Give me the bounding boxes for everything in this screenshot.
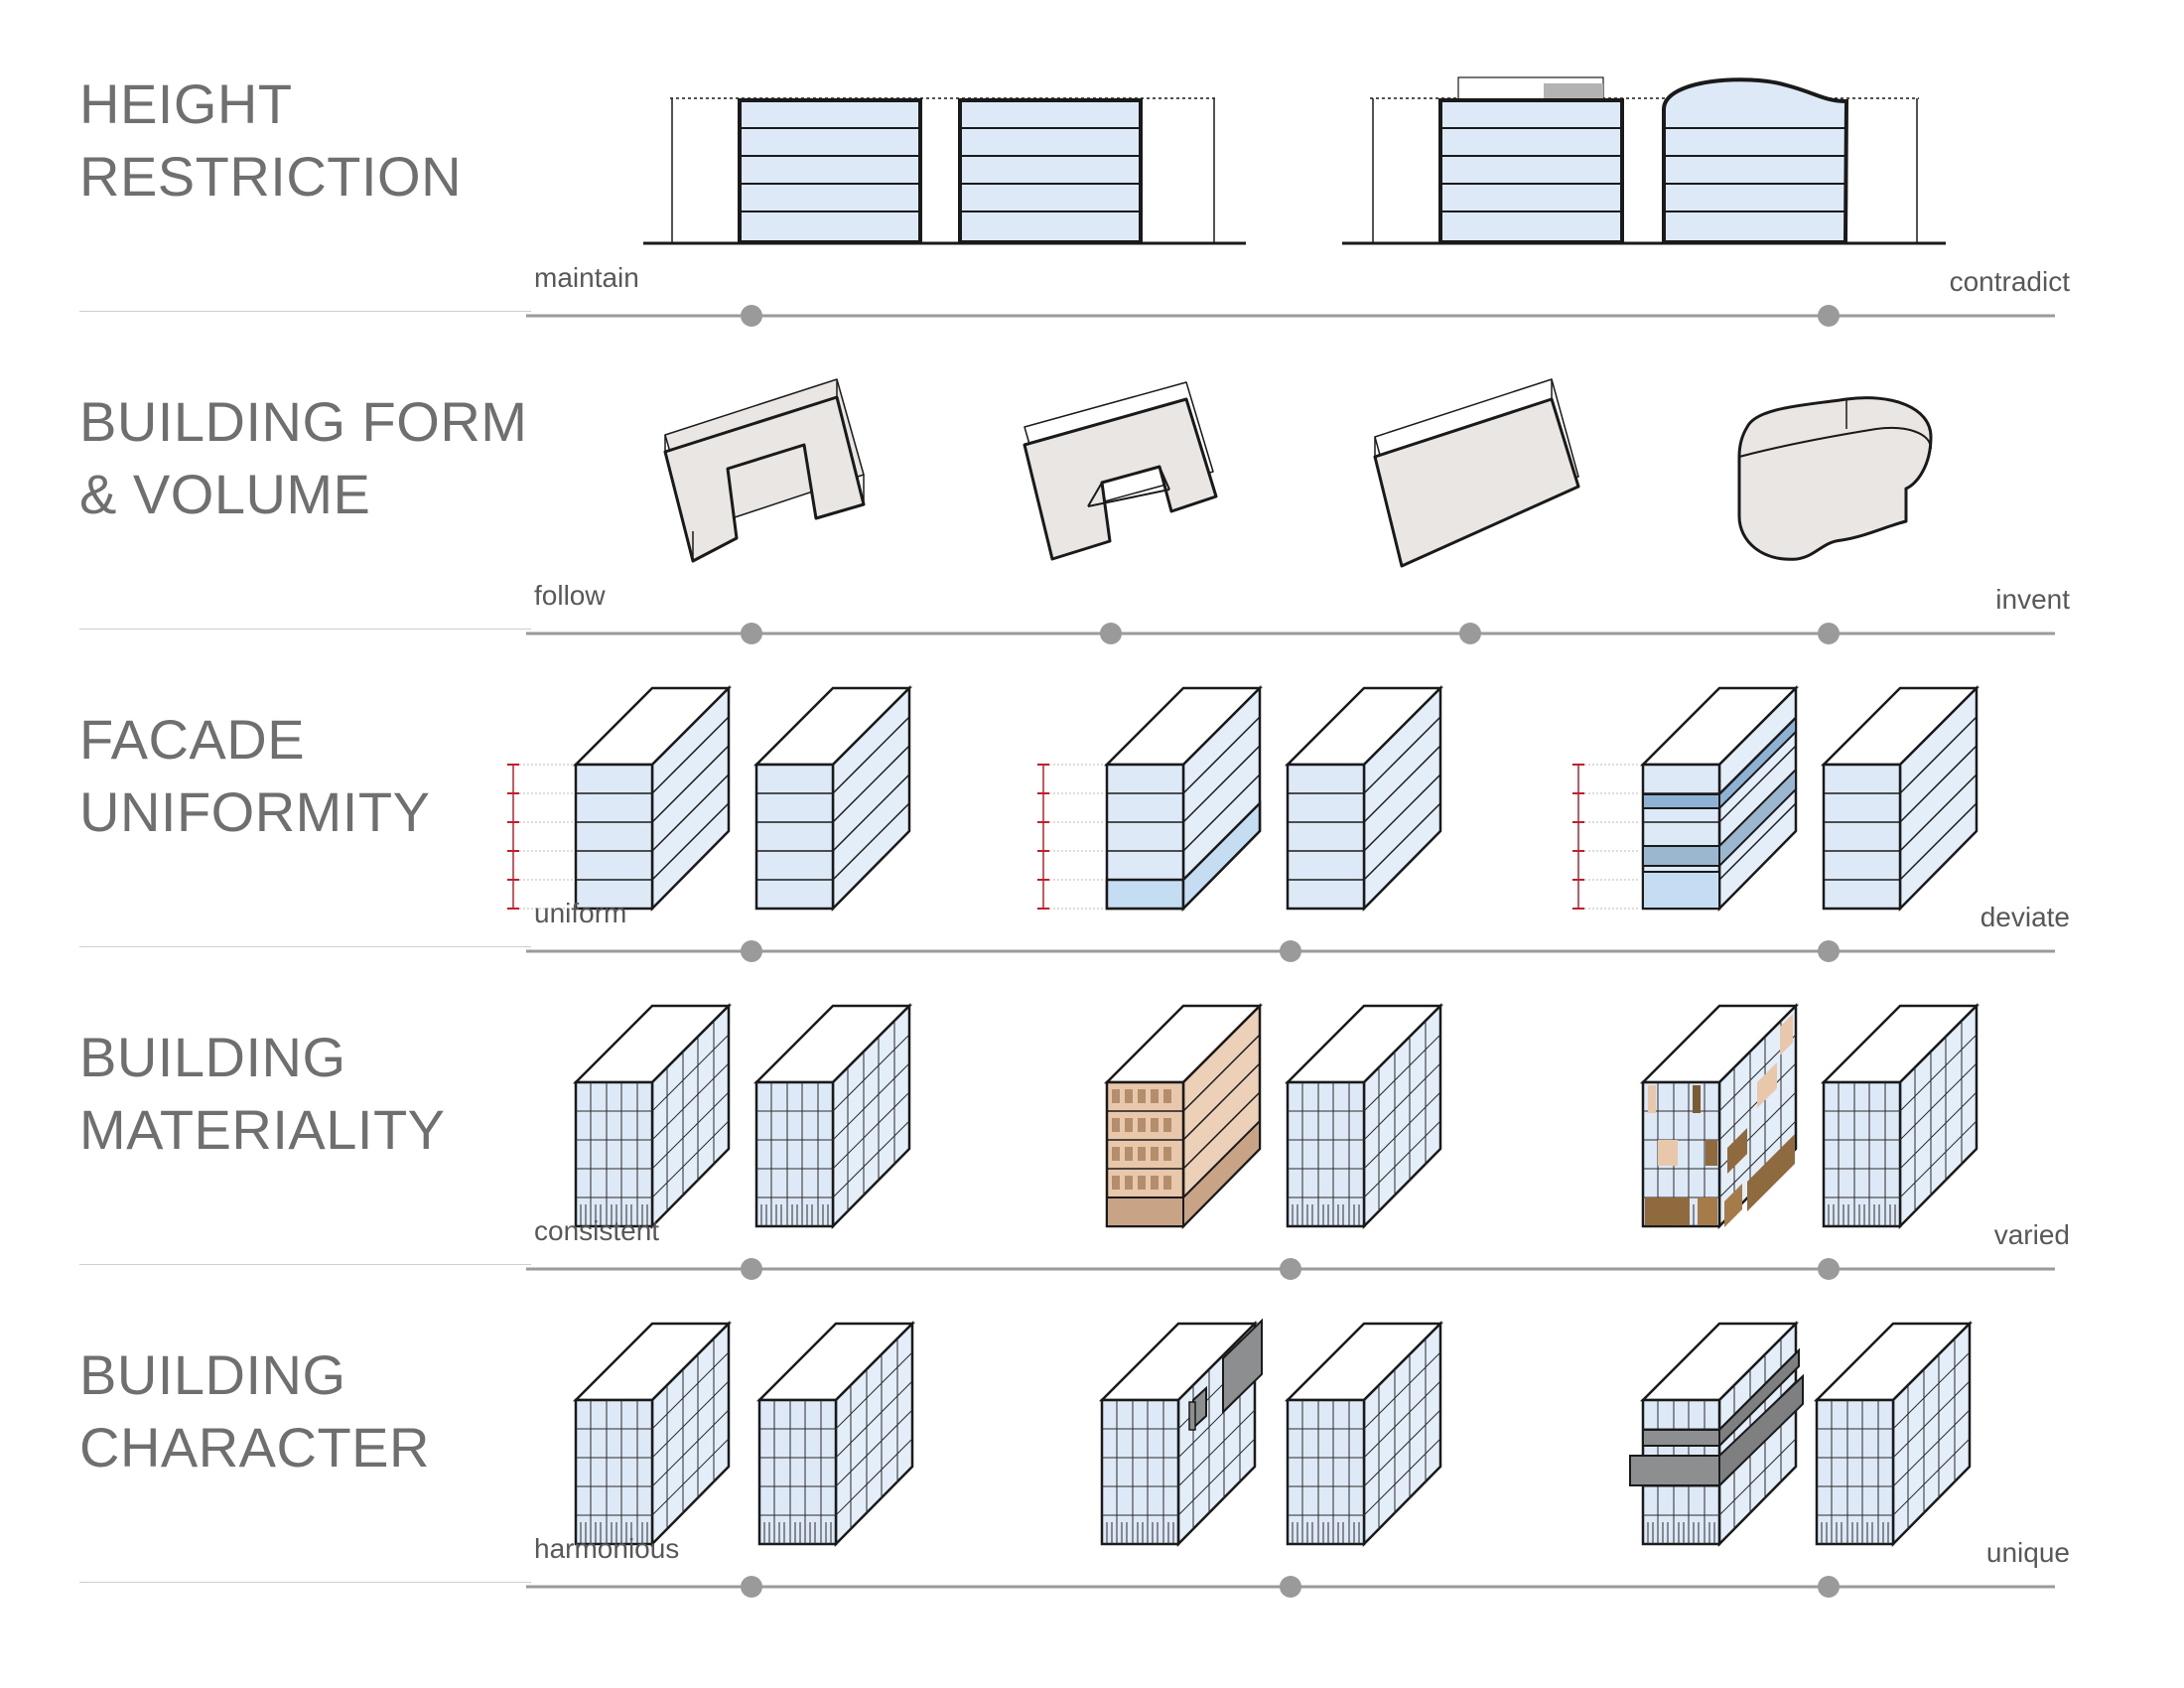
scale-right-label: varied [1993,1219,2070,1250]
scale-dot [741,1258,762,1280]
form-u-shape [663,378,866,563]
row-height-restriction: HEIGHT RESTRICTION [0,0,2184,327]
row-facade-uniformity: FACADE UNIFORMITY [0,635,2184,962]
title-line-1: BUILDING FORM [79,390,528,453]
materiality-brick-pair [1103,1002,1442,1230]
character-harmonious-pair [574,1322,914,1546]
height-restriction-diagram [526,76,2055,327]
building-character-diagram [526,1318,2055,1598]
title-line-1: HEIGHT [79,72,293,135]
row-title: BUILDING CHARACTER [79,1338,536,1483]
row-title: BUILDING FORM & VOLUME [79,385,536,530]
scale-dot [1459,623,1481,644]
facade-uniformity-diagram [506,686,2055,962]
title-line-1: FACADE [79,708,306,771]
form-organic [1737,396,1933,561]
scale-dot [1818,1576,1840,1598]
scale-dot [1818,940,1840,962]
elevation-contradict [1342,76,1946,245]
scale-right-label: unique [1985,1537,2070,1568]
scale-left-label: consistent [534,1215,660,1246]
row-title: FACADE UNIFORMITY [79,703,536,848]
row-divider [79,1264,531,1265]
row-building-materiality: BUILDING MATERIALITY [0,953,2184,1280]
materiality-consistent-pair [574,1004,911,1228]
form-box [1373,378,1580,568]
scale-dot [741,1576,762,1598]
scale-right-label: contradict [1949,266,2070,297]
scale-left-label: uniform [534,898,627,928]
scale-dot [1100,623,1122,644]
scale-left-label: maintain [534,262,639,293]
character-panel-pair [1100,1318,1442,1546]
row-divider [79,946,531,947]
character-unique-pair [1629,1322,1972,1546]
scale-left-label: follow [534,580,606,611]
title-line-2: & VOLUME [79,463,371,525]
facade-partial-pair [1036,686,1442,913]
title-line-1: BUILDING [79,1343,346,1406]
title-line-1: BUILDING [79,1026,346,1088]
elevation-maintain [643,97,1246,245]
title-line-2: UNIFORMITY [79,780,431,843]
scale-dot [1818,623,1840,644]
row-divider [79,629,531,630]
scale-right-label: deviate [1979,902,2070,932]
row-divider [79,311,531,312]
scale-dot [741,305,762,327]
scale-dot [1280,1576,1301,1598]
row-building-character: BUILDING CHARACTER harmonious unique [0,1271,2184,1598]
form-notched-shape [1023,381,1218,561]
scale-dot [1280,1258,1301,1280]
row-title: HEIGHT RESTRICTION [79,68,536,212]
row-title: BUILDING MATERIALITY [79,1021,536,1166]
scale-right-label: invent [1995,584,2070,615]
scale-left-label: harmonious [534,1533,680,1564]
scale-dot [1818,1258,1840,1280]
materiality-varied-pair [1641,1004,1979,1228]
scale-dot [741,623,762,644]
facade-deviate-pair [1571,686,1979,911]
facade-uniform-pair [506,686,911,911]
scale-dot [741,940,762,962]
building-materiality-diagram [526,1002,2055,1280]
scale-dot [1818,305,1840,327]
title-line-2: RESTRICTION [79,145,463,208]
title-line-2: MATERIALITY [79,1098,446,1161]
scale-dot [1280,940,1301,962]
row-building-form: BUILDING FORM & VOLUME [0,318,2184,644]
title-line-2: CHARACTER [79,1416,430,1478]
building-form-diagram [526,378,2055,644]
row-divider [79,1582,531,1583]
